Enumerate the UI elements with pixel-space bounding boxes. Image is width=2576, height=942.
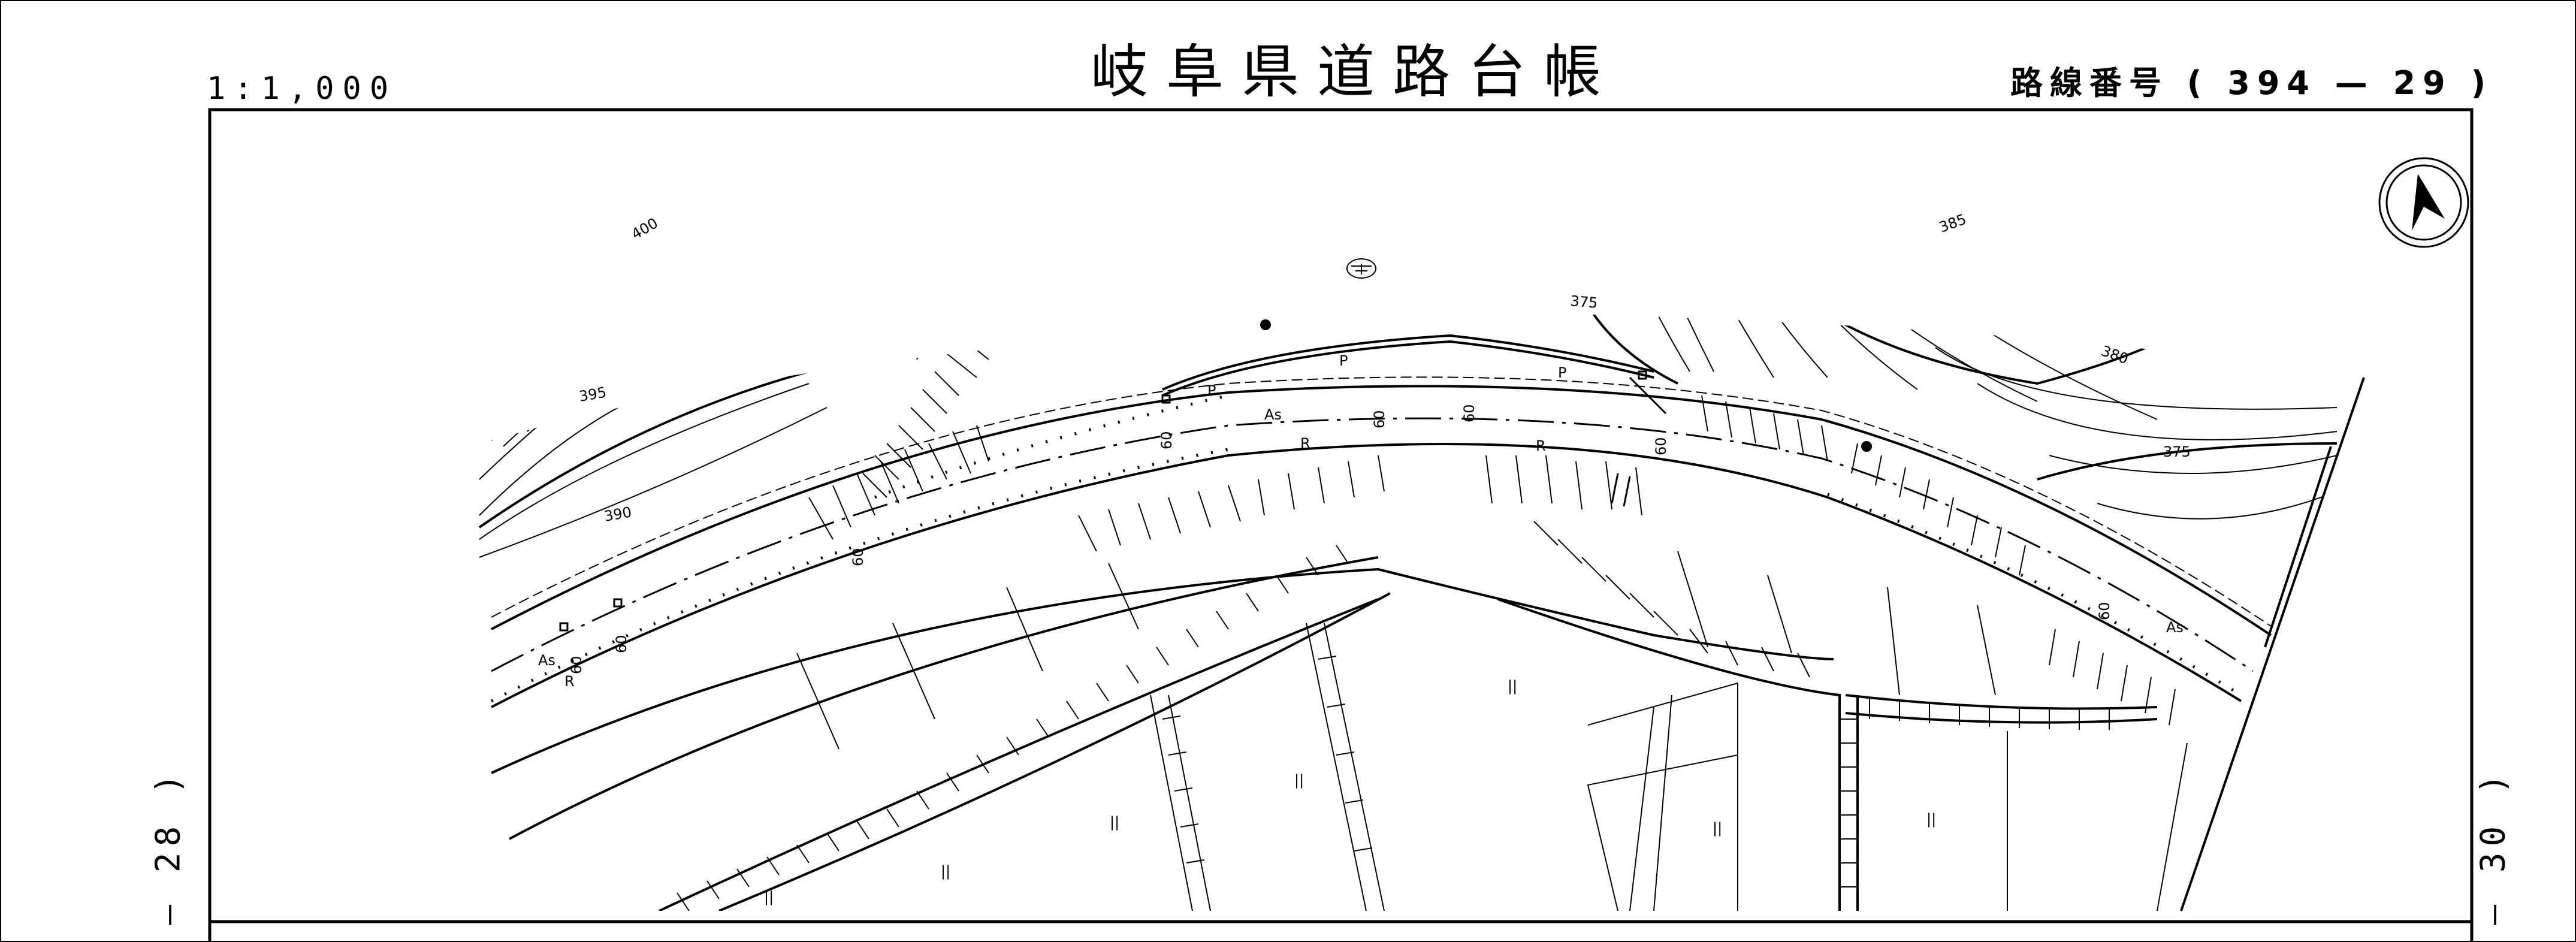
field-mark: || (764, 889, 774, 905)
road-label-60: 60 (850, 548, 866, 566)
slope-hatching (677, 312, 2176, 911)
field-mark: || (1508, 678, 1517, 695)
parcel-boundaries (796, 551, 2188, 911)
road-label-as: As (538, 652, 555, 669)
contours-upper-left (479, 312, 971, 558)
contours-upper-right (1581, 312, 2338, 520)
map-linework (478, 312, 2338, 911)
main-road (491, 385, 2272, 708)
contour-label-395: 395 (578, 384, 608, 405)
map-scale: 1:1,000 (207, 71, 397, 107)
contour-label-375b: 375 (2163, 443, 2191, 460)
contour-label-390: 390 (603, 503, 633, 525)
road-label-60: 60 (1653, 437, 1669, 455)
small-structures (559, 370, 1667, 632)
field-mark: || (941, 863, 950, 880)
road-edge-dashed (491, 376, 2272, 627)
north-arrow-icon (2378, 157, 2469, 248)
wall-label-p: P (1207, 382, 1216, 399)
road-label-60: 60 (613, 635, 630, 653)
route-number: 路線番号 ( 394 — 29 ) (2010, 64, 2493, 102)
retaining-wall-upper (1162, 334, 1654, 397)
road-label-60: 60 (568, 656, 585, 674)
road-label-60: 60 (2096, 602, 2113, 620)
field-mark: || (1110, 814, 1119, 831)
wall-label-p: P (1558, 364, 1566, 381)
page-title: 岐阜県道路台帳 (1091, 38, 1619, 105)
contour-label-385: 385 (1937, 211, 1968, 236)
road-label-60: 60 (1371, 410, 1388, 428)
contour-label-375a: 375 (1569, 292, 1598, 312)
wall-label-p: P (1339, 352, 1348, 369)
shrine-symbol-icon (1346, 258, 1376, 279)
road-label-as: As (1264, 406, 1282, 423)
field-mark: || (1713, 820, 1722, 837)
guard-rail (490, 394, 2242, 703)
road-centerline (491, 417, 2254, 672)
road-label-as: As (2166, 619, 2184, 636)
map-frame-edges (2180, 377, 2365, 911)
field-mark: || (1926, 811, 1936, 828)
contour-label-400: 400 (629, 215, 661, 243)
road-label-60: 60 (1461, 404, 1478, 422)
road-label-r: R (1300, 435, 1310, 452)
field-mark: || (1294, 772, 1304, 789)
survey-point-icon (1260, 319, 1872, 452)
embankment-lower (491, 556, 2158, 911)
road-label-60: 60 (1158, 431, 1175, 449)
road-label-r: R (564, 673, 575, 690)
contours-index-upper-right (1521, 312, 2338, 481)
road-label-r: R (1536, 437, 1546, 454)
